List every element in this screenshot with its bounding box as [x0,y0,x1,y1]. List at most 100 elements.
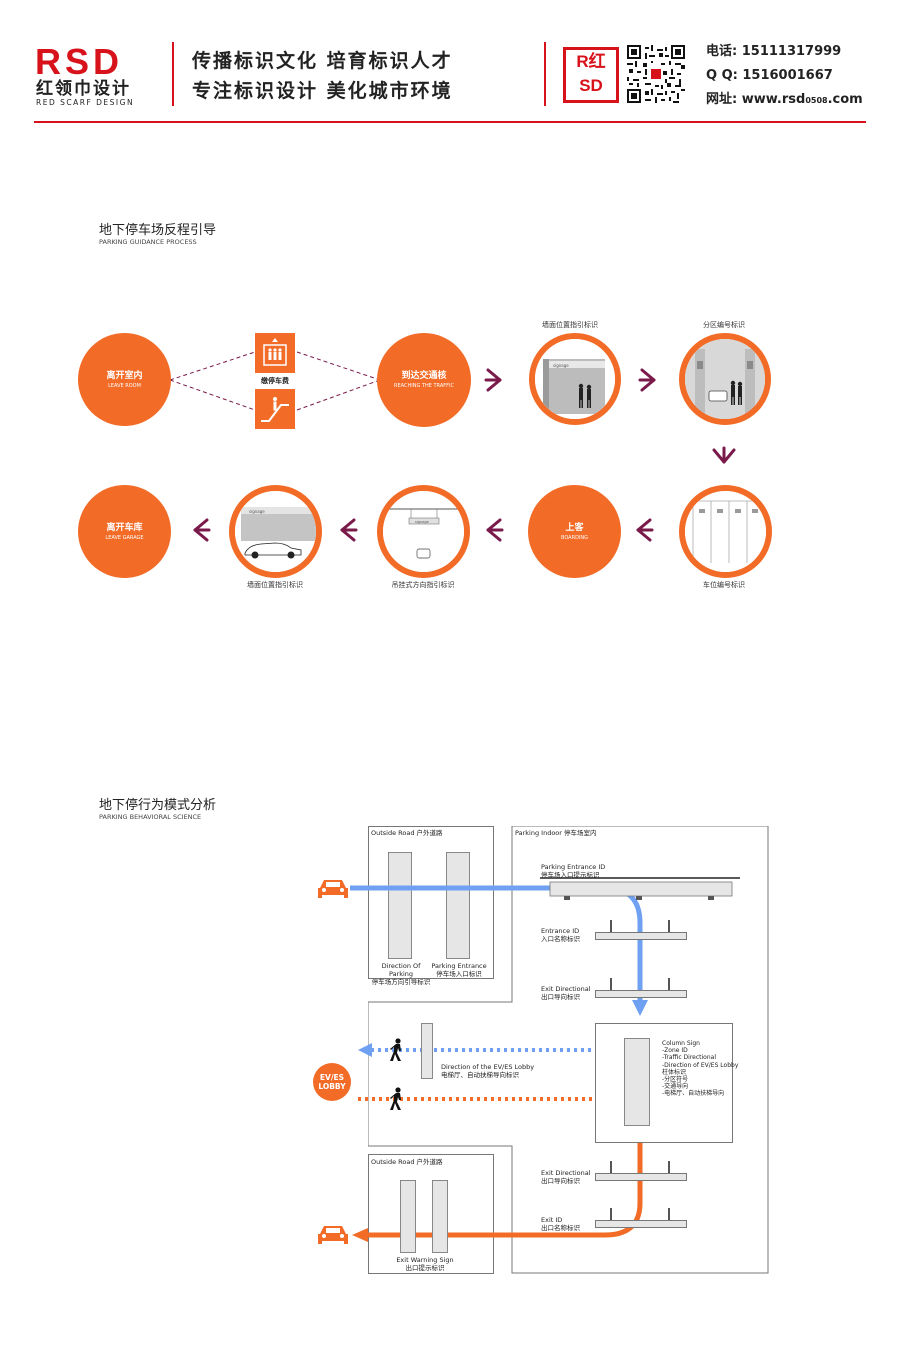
parking-entrance-label: Parking Entrance 停车场入口标识 [430,962,488,978]
exit-warning-en: Exit Warning Sign [396,1256,454,1264]
car-leaving-icon [316,1222,350,1248]
exit-warning-pillar-1 [400,1180,416,1253]
exit-id-cn: 出口名称标识 [541,1224,580,1232]
column-sign-lines: Column Sign -Zone ID -Traffic Directiona… [662,1040,738,1098]
node-boarding-cn: 上客 [565,522,584,533]
lobby-line-1: EV/ES [319,1073,345,1082]
brand-badge-top: R红 [576,52,606,71]
elevator-icon [255,333,295,373]
exit-directional-2-label: Exit Directional 出口导向标识 [541,1169,591,1185]
lobby-direction-cn: 电梯厅、自动扶梯导向标识 [441,1071,519,1079]
outside-road-bottom-label: Outside Road 户外道路 [371,1158,443,1166]
rsd-logo-letters: RSD [35,41,124,82]
parking-entrance-id-label: Parking Entrance ID 停车场入口提示标识 [541,863,605,879]
ev-es-lobby-badge: EV/ES LOBBY [313,1063,351,1101]
qr-code-icon[interactable] [627,45,685,103]
logo-english-name: RED SCARF DESIGN [36,98,135,107]
website-small: 0508 [805,96,828,105]
direction-parking-cn: 停车场方向引导标识 [371,978,431,986]
section1-subtitle: PARKING GUIDANCE PROCESS [99,238,197,246]
node-leave-room-cn: 离开室内 [106,370,143,381]
column-sign-line-6: -交通导向 [662,1083,689,1091]
direction-parking-pillar [388,852,412,959]
caption-wall-sign-top: 墙面位置指引标识 [542,321,598,329]
column-sign-line-3: -Direction of EV/ES Lobby [662,1061,739,1069]
node-reach-en: REACHING THE TRAFFIC [394,383,454,389]
exit-directional-sign-1 [595,990,687,998]
entrance-id-label: Entrance ID 入口名称标识 [541,927,580,943]
exit-id-rod-1 [610,1208,612,1220]
escalator-icon [255,389,295,429]
node-leave-room: 离开室内 LEAVE ROOM [78,333,171,426]
parking-entrance-id-cn: 停车场入口提示标识 [541,871,600,879]
direction-parking-label: Direction Of Parking 停车场方向引导标识 [370,962,432,986]
column-sign-pillar [624,1038,650,1126]
node-boarding-en: BOARDING [560,534,589,541]
lobby-direction-en: Direction of the EV/ES Lobby [441,1063,535,1071]
section2-subtitle: PARKING BEHAVIORAL SCIENCE [99,813,202,821]
slogan-line-1: 传播标识文化 培育标识人才 [192,50,453,72]
logo-chinese-name: 红领巾设计 [36,79,131,99]
exit-id-rod-2 [668,1208,670,1220]
flow-paths [350,885,648,1242]
parking-entrance-pillar [446,852,470,959]
ring-wall-sign-bottom: signage [229,485,322,578]
sign-text-1: signage [553,363,569,368]
exit-directional-2-en: Exit Directional [541,1169,591,1177]
exit-directional-2-cn: 出口导向标识 [541,1177,580,1185]
ring-wall-sign-top: signage [529,333,621,425]
column-sign-line-0: Column Sign [662,1040,700,1047]
lobby-direction-label: Direction of the EV/ES Lobby 电梯厅、自动扶梯导向标… [441,1063,534,1079]
car-entering-icon [316,876,350,902]
column-sign-line-1: -Zone ID [662,1047,688,1055]
column-sign-line-2: -Traffic Directional [662,1054,716,1062]
exit-directional-rod-1 [610,978,612,990]
exit-id-label: Exit ID 出口名称标识 [541,1216,580,1232]
node-leave-garage-cn: 离开车库 [106,522,143,533]
header-divider-2 [544,42,546,106]
entrance-id-hanging-sign [540,877,740,900]
header-rule [34,121,866,123]
outside-road-bottom-box [368,1154,494,1274]
contact-website[interactable]: 网址: www.rsd0508.com [706,92,863,109]
caption-hanging-sign: 吊挂式方向指引标识 [391,581,455,589]
pedestrian-icon-1 [389,1038,405,1062]
direction-parking-en: Direction Of Parking [381,962,421,978]
pedestrian-icon-2 [389,1087,405,1111]
entrance-id-en: Entrance ID [541,927,580,935]
exit-id-sign [595,1220,687,1228]
lobby-line-2: LOBBY [318,1082,346,1091]
section2-title: 地下停行为模式分析 [99,798,217,813]
entrance-id-rod-2 [668,920,670,932]
exit-directional-1-en: Exit Directional [541,985,591,993]
entrance-id-rod-1 [610,920,612,932]
website-prefix: 网址: www.rsd [706,92,806,107]
parking-entrance-id-en: Parking Entrance ID [541,863,606,871]
indoor-outline [368,826,769,1274]
column-sign-line-7: -电梯厅、自动扶梯导向 [662,1090,725,1098]
node-reach-cn: 到达交通核 [401,371,447,381]
node-leave-garage: 离开车库 LEAVE GARAGE [78,485,171,578]
node-leave-garage-en: LEAVE GARAGE [105,534,144,541]
entrance-id-cn: 入口名称标识 [541,935,580,943]
entrance-id-sign [595,932,687,940]
exit-directional-1-cn: 出口导向标识 [541,993,580,1001]
slogan-line-2: 专注标识设计 美化城市环境 [192,80,453,102]
parking-entrance-en: Parking Entrance [431,962,487,970]
exit-directional-1-label: Exit Directional 出口导向标识 [541,985,591,1001]
exit-directional-rod-2 [668,978,670,990]
exit-directional-sign-2 [595,1173,687,1181]
ring-zone-sign [679,333,771,425]
exit-warning-label: Exit Warning Sign 出口提示标识 [390,1256,460,1272]
header-divider [172,42,174,106]
ring-space-sign [679,485,772,578]
parking-indoor-label: Parking Indoor 停车场室内 [515,829,597,837]
exit-warning-pillar-2 [432,1180,448,1253]
node-leave-room-en: LEAVE ROOM [108,382,141,389]
ring-hanging-sign: signage [377,485,470,578]
column-sign-box [595,1023,733,1143]
node-reaching-traffic: 到达交通核 REACHING THE TRAFFIC [377,333,471,427]
column-sign-line-4: 柱体标识 [662,1068,687,1076]
brand-badge-bottom: SD [579,76,603,95]
contact-qq: Q Q: 1516001667 [706,68,833,83]
